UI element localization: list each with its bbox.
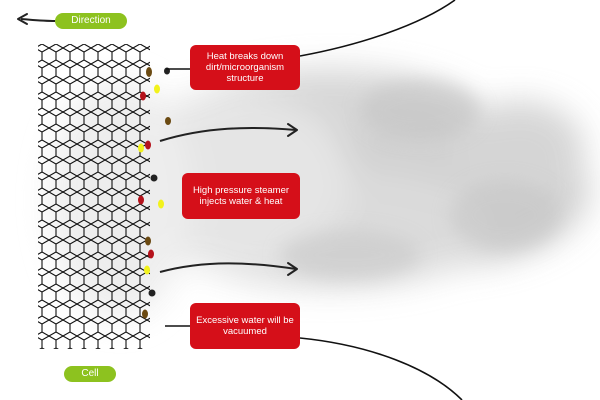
particle (148, 249, 154, 259)
particle (148, 289, 156, 297)
heat-breakdown-label: Heat breaks down dirt/microorganism stru… (190, 45, 300, 90)
particle (145, 140, 151, 150)
particle (158, 199, 164, 209)
hexagon-mesh-icon (38, 44, 150, 349)
high-pressure-label: High pressure steamer injects water & he… (182, 173, 300, 219)
particle (142, 309, 148, 319)
particle (146, 67, 152, 77)
steam-highlights (280, 80, 560, 280)
particle (140, 91, 146, 101)
curved-arrow-right-icon (159, 123, 298, 142)
direction-label: Direction (55, 13, 127, 29)
particle (154, 84, 160, 94)
curved-arrow-right-icon (159, 262, 298, 276)
particle (144, 265, 150, 275)
arrow-left-icon (17, 13, 56, 25)
cell-label: Cell (64, 366, 116, 382)
particle (138, 143, 144, 153)
particle (145, 236, 151, 246)
connector-lines (165, 0, 463, 400)
vacuum-label: Excessive water will be vacuumed (190, 303, 300, 349)
particle (138, 195, 144, 205)
particle (165, 117, 171, 125)
particle (150, 174, 158, 182)
